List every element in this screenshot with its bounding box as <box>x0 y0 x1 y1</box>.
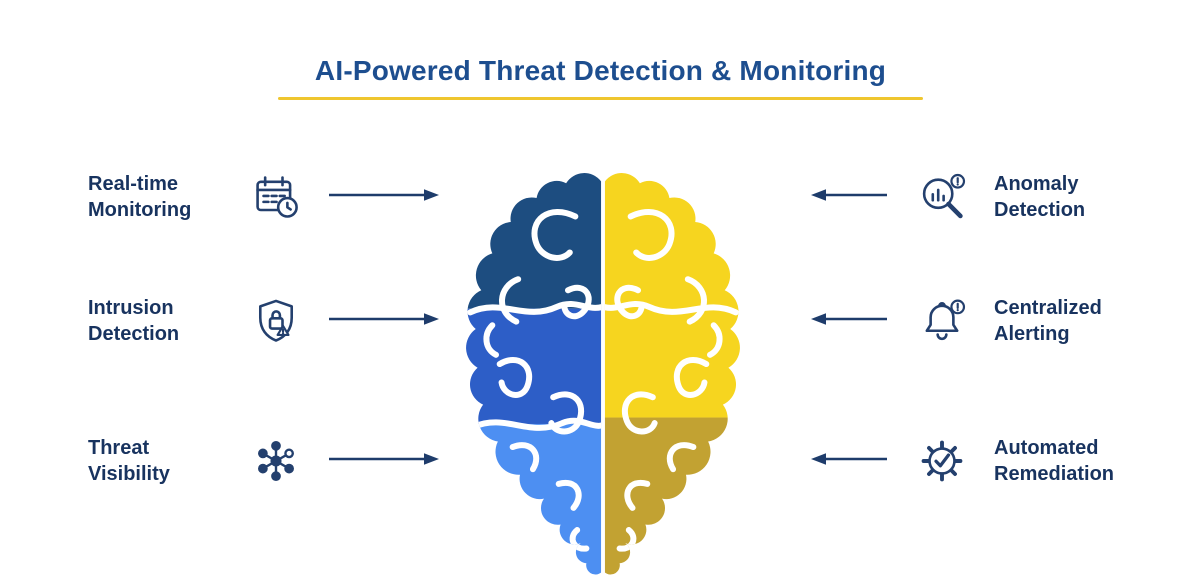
feature-label: Intrusion Detection <box>88 296 180 345</box>
feature-label: Threat Visibility <box>88 436 170 485</box>
arrow-right-icon <box>328 452 440 471</box>
page-title: AI-Powered Threat Detection & Monitoring <box>314 55 887 86</box>
magnifier-chart-icon <box>916 171 968 223</box>
feature-row-intrusion-detection: Intrusion Detection <box>88 292 440 350</box>
feature-row-automated-remediation: Automated Remediation <box>810 432 1164 490</box>
header: AI-Powered Threat Detection & Monitoring <box>0 55 1201 100</box>
arrow-left-icon <box>810 188 888 207</box>
feature-label: Anomaly Detection <box>994 172 1086 221</box>
calendar-clock-icon <box>250 171 302 223</box>
arrow-right-icon <box>328 312 440 331</box>
bell-alert-icon <box>916 295 968 347</box>
shield-lock-icon <box>250 295 302 347</box>
feature-label: Centralized Alerting <box>994 296 1102 345</box>
feature-row-realtime-monitoring: Real-time Monitoring <box>88 168 440 226</box>
gear-check-icon <box>916 435 968 487</box>
feature-label: Real-time Monitoring <box>88 172 192 221</box>
feature-row-anomaly-detection: Anomaly Detection <box>810 168 1164 226</box>
feature-row-threat-visibility: Threat Visibility <box>88 432 440 490</box>
feature-row-centralized-alerting: Centralized Alerting <box>810 292 1164 350</box>
arrow-left-icon <box>810 312 888 331</box>
feature-label: Automated Remediation <box>994 436 1115 485</box>
network-nodes-icon <box>250 435 302 487</box>
arrow-right-icon <box>328 188 440 207</box>
brain-illustration <box>466 173 740 575</box>
title-underline <box>278 97 923 100</box>
arrow-left-icon <box>810 452 888 471</box>
